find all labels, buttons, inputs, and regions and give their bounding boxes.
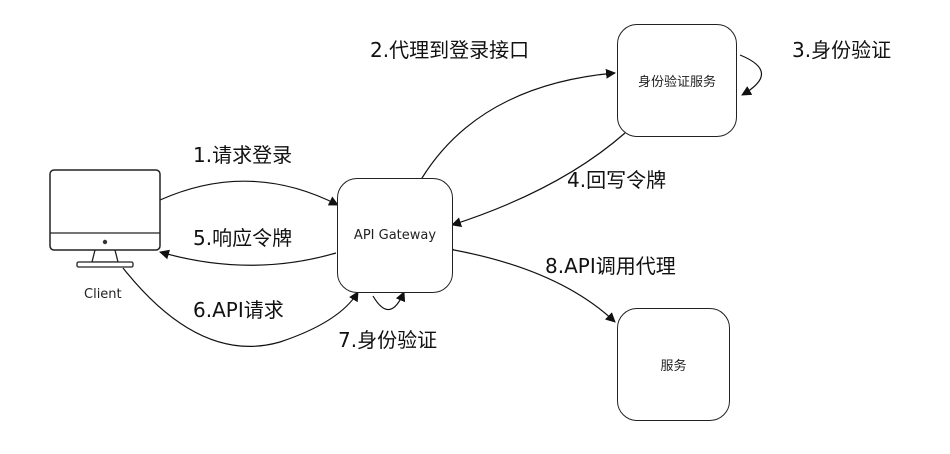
arrow-write-back-token <box>451 132 626 227</box>
arrow-gateway-self-auth <box>372 291 406 311</box>
step-8-label: 8.API调用代理 <box>545 254 676 278</box>
step-3-label: 3.身份验证 <box>792 38 892 62</box>
arrow-auth-self <box>739 54 762 96</box>
step-7-label: 7.身份验证 <box>338 328 438 352</box>
arrow-api-call-proxy <box>444 243 616 323</box>
arrow-proxy-login <box>421 68 616 179</box>
arrow-api-request <box>122 267 359 347</box>
step-6-label: 6.API请求 <box>193 298 284 322</box>
step-1-label: 1.请求登录 <box>193 143 293 167</box>
step-2-label: 2.代理到登录接口 <box>370 38 530 62</box>
client-label: Client <box>84 287 122 302</box>
auth-service-box: 身份验证服务 <box>617 24 737 137</box>
arrow-request-login <box>159 180 339 206</box>
step-5-label: 5.响应令牌 <box>193 226 293 250</box>
computer-icon <box>49 169 161 268</box>
api-gateway-box: API Gateway <box>337 178 453 293</box>
step-4-label: 4.回写令牌 <box>567 168 667 192</box>
service-box: 服务 <box>617 308 730 421</box>
arrow-respond-token <box>159 249 337 266</box>
